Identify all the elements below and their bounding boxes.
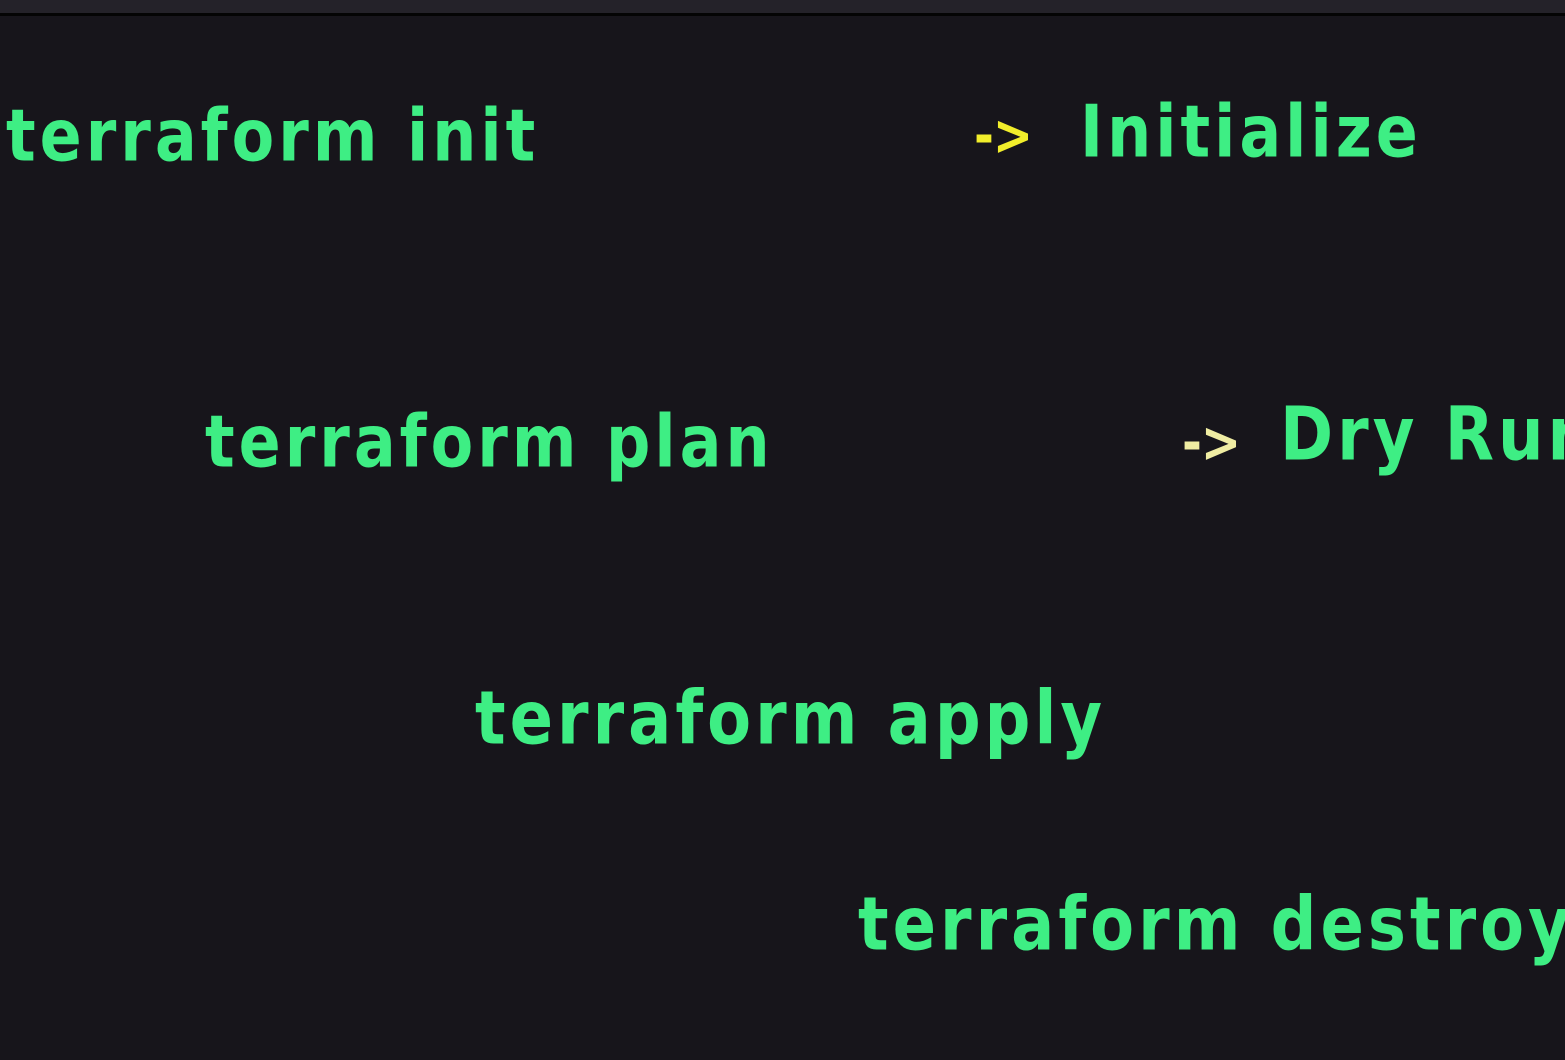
command-terraform-destroy: terraform destroy bbox=[858, 882, 1565, 969]
arrow-right-icon: -> bbox=[1182, 410, 1241, 476]
meaning-initialize: Initialize bbox=[1080, 89, 1422, 174]
window-top-divider bbox=[0, 13, 1565, 16]
command-terraform-apply: terraform apply bbox=[475, 676, 1107, 763]
command-terraform-plan: terraform plan bbox=[205, 399, 774, 484]
command-terraform-init: terraform init bbox=[6, 93, 540, 178]
arrow-right-icon: -> bbox=[974, 103, 1033, 169]
meaning-dry-run: Dry Run bbox=[1280, 392, 1565, 479]
window-top-edge bbox=[0, 0, 1565, 13]
